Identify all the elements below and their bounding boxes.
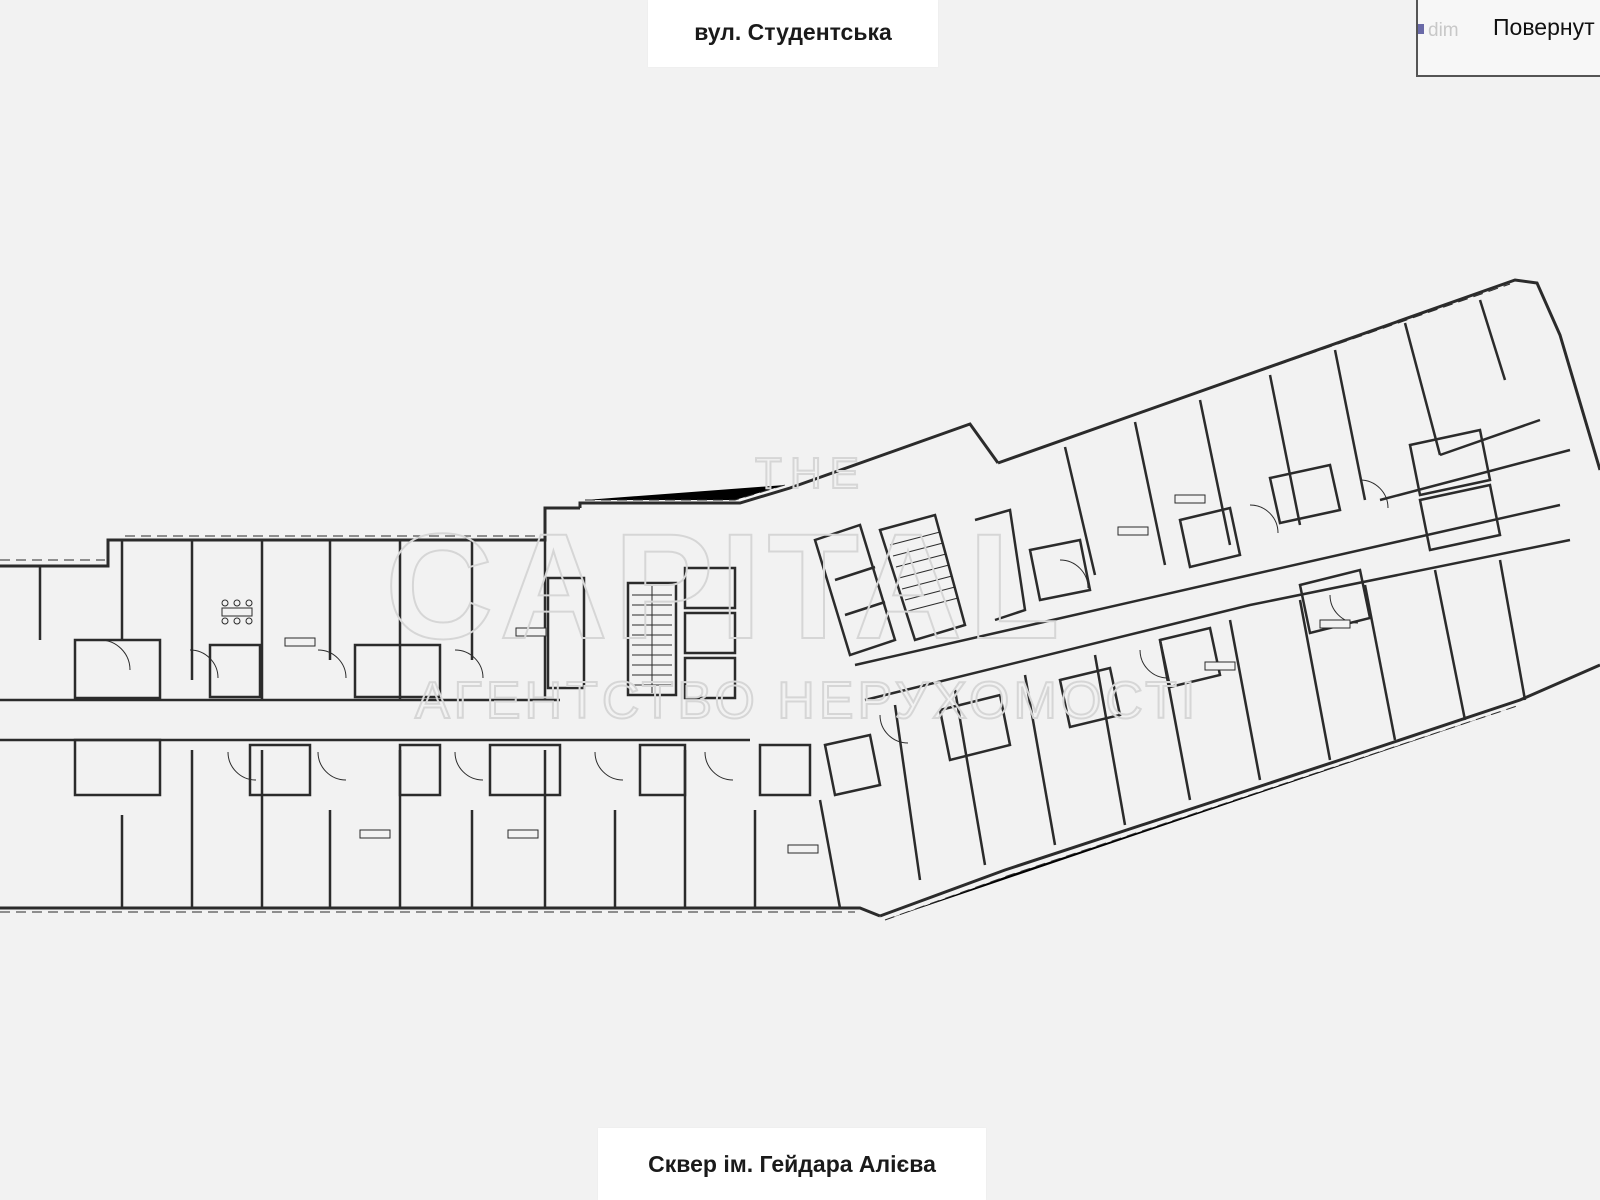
west-wing-south-wall xyxy=(0,906,881,918)
corridor-north-wall-east xyxy=(854,503,1561,667)
return-button[interactable]: dim Повернут xyxy=(1416,0,1600,77)
return-label: Повернут xyxy=(1493,14,1595,40)
street-label-north: вул. Студентська xyxy=(648,0,938,67)
east-wing-north-wall xyxy=(997,278,1600,471)
east-wing-south-wall xyxy=(879,663,1600,918)
street-label-south: Сквер ім. Гейдара Алієва xyxy=(598,1128,986,1200)
west-wing-north-wall xyxy=(0,506,580,568)
return-tag: dim xyxy=(1428,20,1459,41)
corridor-south-wall-east xyxy=(864,538,1571,702)
central-north-wall xyxy=(578,422,1000,508)
selection-marker-icon xyxy=(1418,24,1424,34)
